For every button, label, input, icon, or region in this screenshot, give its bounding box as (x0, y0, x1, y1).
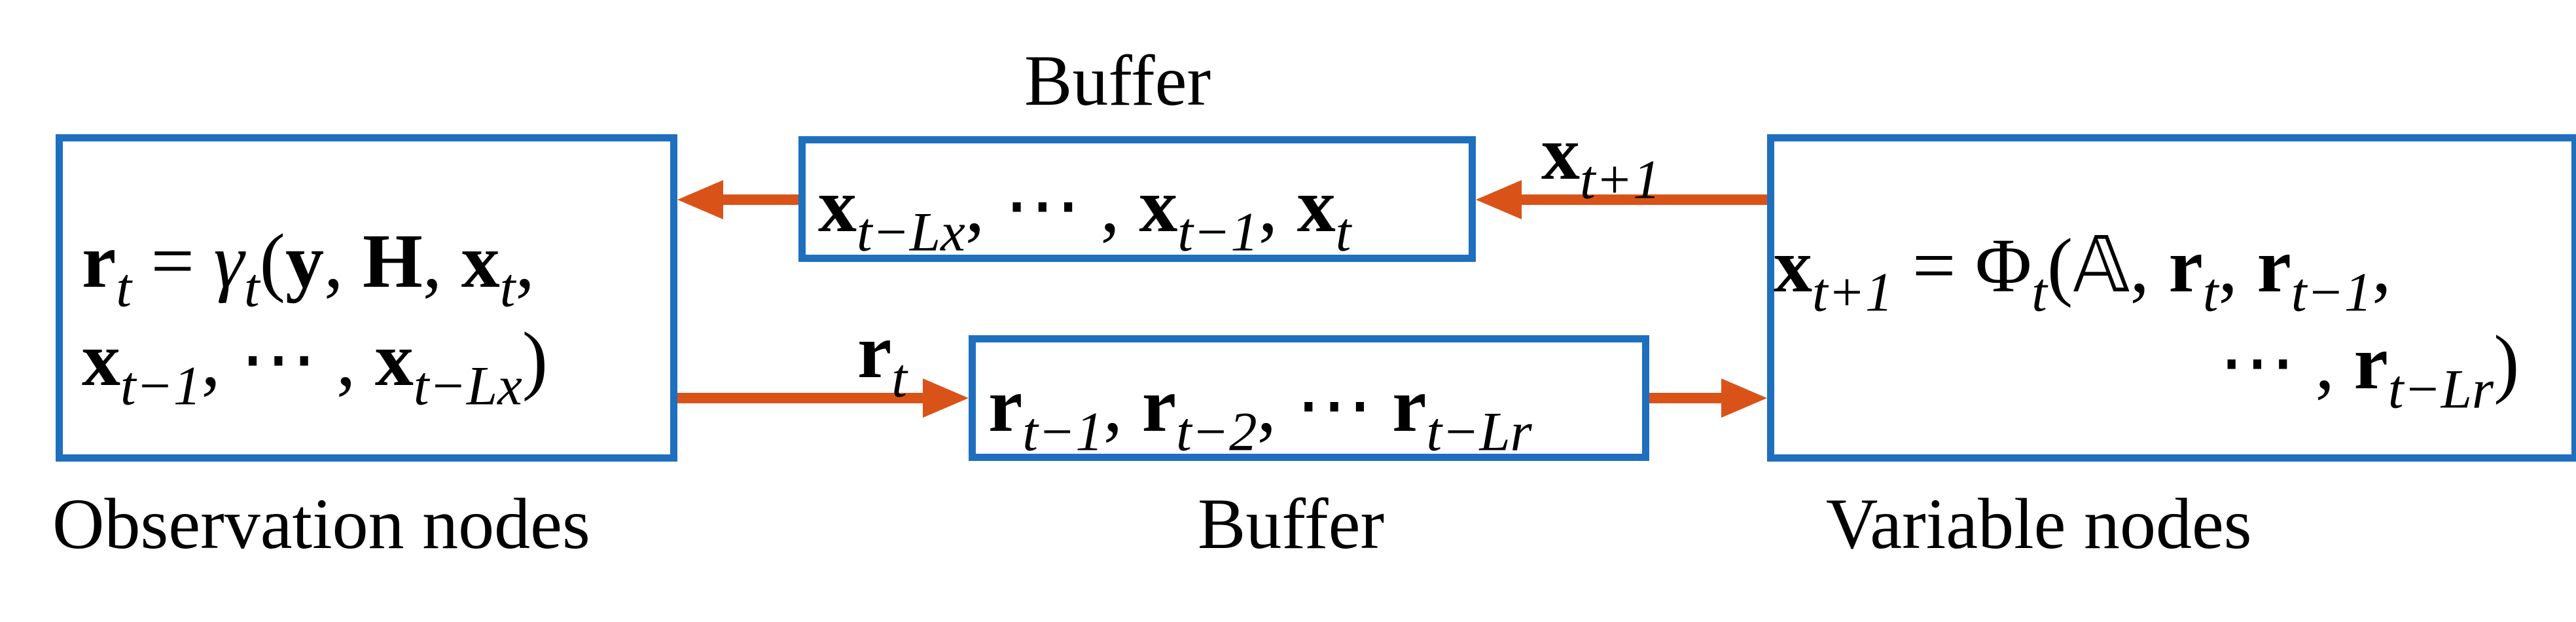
observation-nodes-box (56, 134, 677, 462)
arrowhead-bottom-buffer (923, 378, 969, 418)
arrowhead-observation (677, 180, 723, 219)
bottom-buffer-content: rt−1, rt−2, ⋯ rt−Lr (988, 362, 1532, 463)
top-buffer-content: xt−Lx, ⋯ , xt−1, xt (818, 162, 1351, 263)
arrowhead-variable (1721, 378, 1767, 418)
top-buffer-box (798, 136, 1476, 262)
bottom-buffer-label: Buffer (1198, 484, 1385, 564)
observation-formula-line1: rt = γt(y, H, xt, (82, 218, 535, 319)
arrow-bottom-label: rt (857, 308, 907, 409)
bottom-buffer-box (969, 335, 1649, 461)
arrowhead-top-buffer (1476, 180, 1522, 219)
top-buffer-label: Buffer (1024, 41, 1211, 120)
variable-nodes-label: Variable nodes (1826, 484, 2252, 564)
variable-formula-line1: xt+1 = Φt(𝔸, rt, rt−1, (1774, 219, 2391, 323)
variable-nodes-box (1767, 134, 2576, 462)
observation-nodes-label: Observation nodes (52, 484, 590, 564)
observation-formula-line2: xt−1, ⋯ , xt−Lx) (82, 316, 548, 417)
arrow-top-label: xt+1 (1541, 110, 1661, 211)
variable-formula-line2: ⋯ , rt−Lr) (2219, 320, 2520, 420)
